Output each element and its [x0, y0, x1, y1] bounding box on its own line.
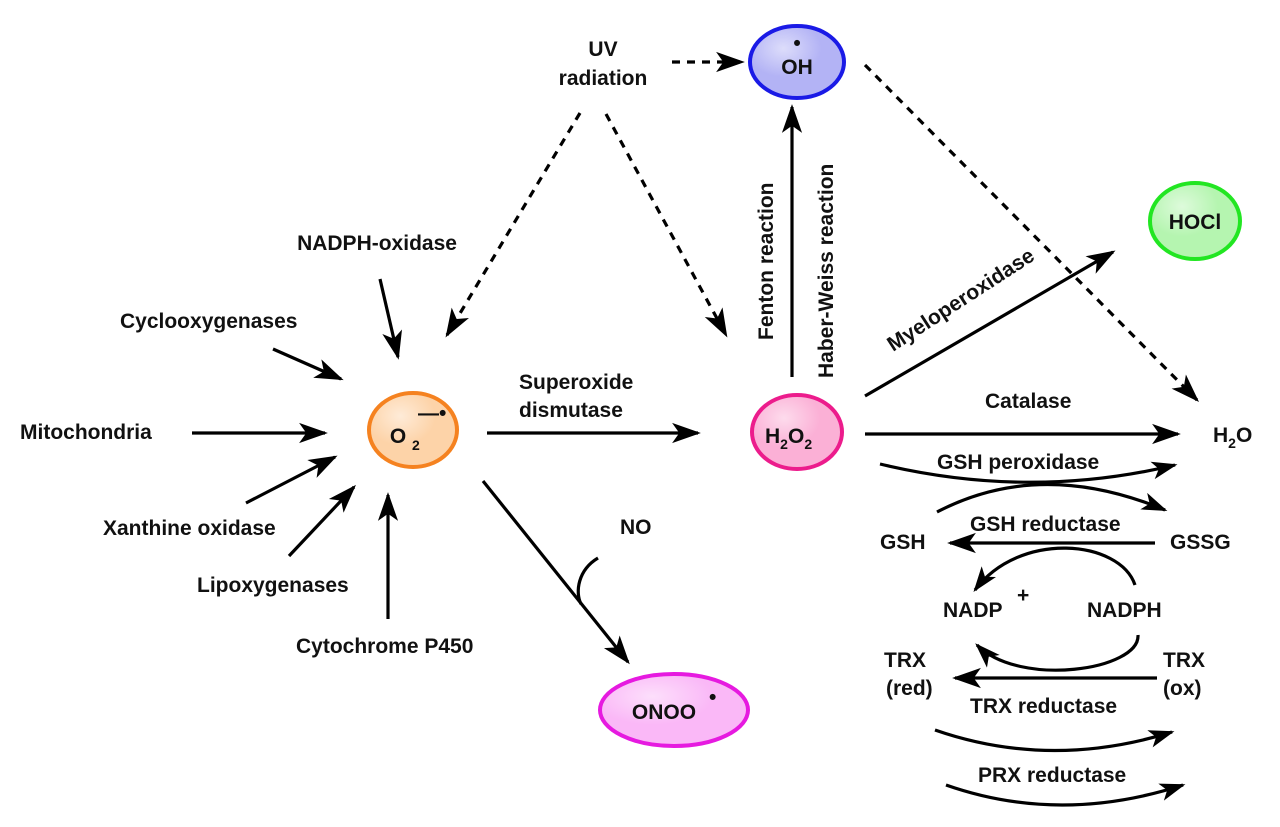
nadph-oxidase-label: NADPH-oxidase [297, 232, 457, 255]
radical-dot: • [793, 32, 800, 55]
arc-nadph-trx [975, 634, 1140, 672]
arrow-superoxide-to-peroxynitrite [481, 479, 630, 665]
xanthine-oxidase-label: Xanthine oxidase [103, 517, 276, 540]
arc-gsh-peroxidase [879, 461, 1178, 484]
node-hocl: HOCl [1148, 181, 1242, 261]
lipoxygenases-label: Lipoxygenases [197, 574, 349, 597]
arrow-myeloperoxidase [864, 250, 1116, 398]
sod-label-line1: Superoxide [519, 371, 633, 394]
arrow-xanthine-oxidase [245, 455, 338, 505]
trx-red-label-line1: TRX [884, 649, 926, 672]
nadp-plus-superscript: + [1017, 584, 1029, 607]
no-label: NO [620, 516, 652, 539]
haber-weiss-label: Haber-Weiss reaction [815, 164, 838, 378]
mitochondria-label: Mitochondria [20, 421, 152, 444]
peroxynitrite-label: ONOO [632, 701, 696, 724]
trx-ox-label-line2: (ox) [1163, 677, 1202, 700]
gsh-label: GSH [880, 531, 926, 554]
arc-trx-red-to-ox [934, 728, 1175, 753]
nadp-label: NADP [943, 599, 1003, 622]
gsh-reductase-label: GSH reductase [970, 513, 1121, 536]
water-label: H2O [1213, 424, 1252, 451]
node-hydrogen-peroxide: H2O2 [750, 393, 844, 471]
arrow-cyclooxygenases [272, 347, 344, 381]
arrow-uv-to-h2o2 [604, 113, 728, 338]
arc-prx-reductase [945, 783, 1186, 807]
node-superoxide: O 2 —• [367, 391, 459, 469]
node-hydroxyl-radical: • OH [748, 24, 846, 100]
arc-nadph-to-nadp [973, 546, 1137, 593]
nadph-label: NADPH [1087, 599, 1162, 622]
hocl-label: HOCl [1169, 211, 1222, 234]
arc-no-joining [576, 556, 599, 605]
superoxide-o: O [390, 425, 406, 448]
catalase-label: Catalase [985, 390, 1071, 413]
superoxide-subscript: 2 [412, 437, 420, 453]
sod-label-line2: dismutase [519, 399, 623, 422]
trx-reductase-label: TRX reductase [970, 695, 1117, 718]
arrow-uv-to-superoxide [445, 112, 582, 338]
gssg-label: GSSG [1170, 531, 1231, 554]
fenton-reaction-label: Fenton reaction [755, 182, 778, 340]
h2o2-label: H2O2 [765, 425, 812, 452]
prx-reductase-label: PRX reductase [978, 764, 1126, 787]
trx-ox-label-line1: TRX [1163, 649, 1205, 672]
uv-label-line1: UV [588, 38, 617, 61]
peroxynitrite-radical-dot: • [709, 686, 716, 709]
arc-gsh-to-gssg [936, 482, 1168, 514]
gsh-peroxidase-label: GSH peroxidase [937, 451, 1099, 474]
superoxide-charge-radical: —• [418, 402, 446, 425]
cyclooxygenases-label: Cyclooxygenases [120, 310, 297, 333]
arrow-hydroxyl-to-water [863, 63, 1200, 403]
arrow-nadph-oxidase [378, 278, 402, 360]
arrow-lipoxygenases [287, 484, 356, 558]
cytochrome-p450-label: Cytochrome P450 [296, 635, 473, 658]
hydroxyl-label: OH [781, 56, 813, 79]
trx-red-label-line2: (red) [886, 677, 933, 700]
uv-label-line2: radiation [559, 67, 648, 90]
node-peroxynitrite: ONOO • [598, 672, 750, 748]
